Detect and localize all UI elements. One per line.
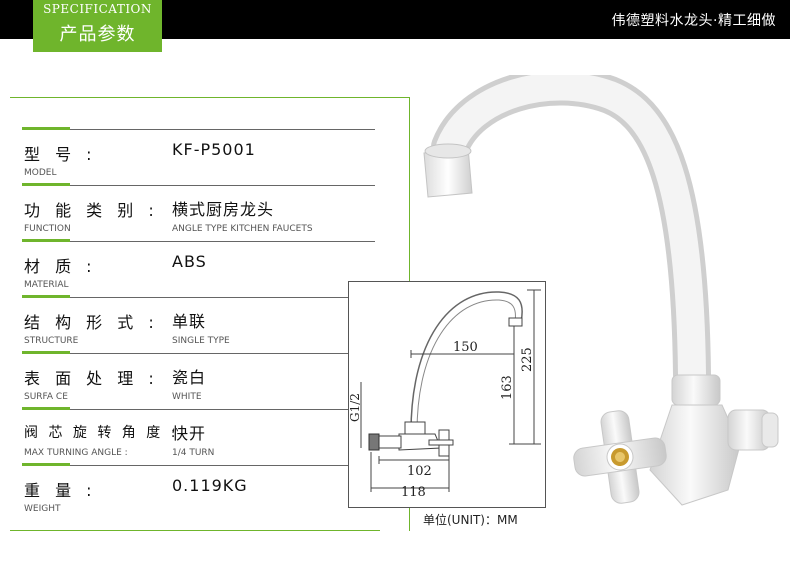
spec-value: 横式厨房龙头 <box>172 200 275 219</box>
row-accent <box>22 239 70 242</box>
spec-label-en: WEIGHT <box>24 504 61 514</box>
dimension-drawing: 150 225 163 G1/2 102 118 <box>348 289 541 500</box>
spec-value: ABS <box>172 252 207 271</box>
spec-value-en: 1/4 TURN <box>172 448 215 458</box>
spec-row-function: 功 能 类 别 : FUNCTION 横式厨房龙头 ANGLE TYPE KIT… <box>22 183 375 241</box>
unit-note: 单位(UNIT)：MM <box>423 513 518 527</box>
slogan: 伟德塑料水龙头·精工细做 <box>611 13 776 29</box>
dimension-label: 163 <box>500 375 515 400</box>
spec-label-en: MATERIAL <box>24 280 69 290</box>
badge-title-cn: 产品参数 <box>59 24 136 45</box>
spec-value: 瓷白 <box>172 368 207 387</box>
spec-value-en: SINGLE TYPE <box>172 336 230 346</box>
technical-drawing: 150 225 163 G1/2 102 118 <box>348 281 546 508</box>
dimension-label: 150 <box>453 340 478 355</box>
row-accent <box>22 407 70 410</box>
row-divider <box>22 241 375 242</box>
spec-label-en: MODEL <box>24 168 57 178</box>
spec-row-turning-angle: 阀 芯 旋 转 角 度 : MAX TURNING ANGLE : 快开 1/4… <box>22 407 375 465</box>
spec-value: 单联 <box>172 312 207 331</box>
dimension-label: 225 <box>520 347 535 372</box>
spec-label-en: MAX TURNING ANGLE : <box>24 448 128 458</box>
row-accent <box>22 127 70 130</box>
spec-value: 快开 <box>172 424 207 443</box>
row-accent <box>22 183 70 186</box>
row-divider <box>22 409 375 410</box>
spec-label-en: SURFA CE <box>24 392 68 402</box>
spec-row-model: 型 号 : MODEL KF-P5001 <box>22 127 375 185</box>
row-accent <box>22 463 70 466</box>
spec-label: 功 能 类 别 : <box>24 201 159 220</box>
row-accent <box>22 351 70 354</box>
spec-row-structure: 结 构 形 式 : STRUCTURE 单联 SINGLE TYPE <box>22 295 375 353</box>
spec-row-surface: 表 面 处 理 : SURFA CE 瓷白 WHITE <box>22 351 375 409</box>
spec-value: 0.119KG <box>172 476 248 495</box>
row-divider <box>22 129 375 130</box>
spec-label: 阀 芯 旋 转 角 度 : <box>24 425 179 441</box>
row-accent <box>22 295 70 298</box>
spec-value-en: WHITE <box>172 392 202 402</box>
dimension-label: 102 <box>407 464 432 479</box>
spec-row-material: 材 质 : MATERIAL ABS <box>22 239 375 297</box>
dimension-label: 118 <box>401 485 426 500</box>
row-divider <box>22 353 375 354</box>
spec-label-en: STRUCTURE <box>24 336 79 346</box>
row-divider <box>22 297 375 298</box>
spec-label-en: FUNCTION <box>24 224 71 234</box>
faucet-product-image <box>423 75 779 506</box>
row-divider <box>22 185 375 186</box>
specification-badge: SPECIFICATION 产品参数 <box>33 0 162 52</box>
badge-title-en: SPECIFICATION <box>43 2 152 16</box>
row-divider <box>22 465 375 466</box>
spec-value-en: ANGLE TYPE KITCHEN FAUCETS <box>172 224 313 234</box>
spec-value: KF-P5001 <box>172 140 256 159</box>
spec-label: 结 构 形 式 : <box>24 313 159 332</box>
spec-label: 重 量 : <box>24 481 97 500</box>
spec-label: 材 质 : <box>24 257 97 276</box>
spec-label: 表 面 处 理 : <box>24 369 159 388</box>
spec-row-weight: 重 量 : WEIGHT 0.119KG <box>22 463 375 521</box>
spec-frame-bottom <box>10 530 380 531</box>
dimension-label: G1/2 <box>349 393 362 422</box>
spec-label: 型 号 : <box>24 145 97 164</box>
